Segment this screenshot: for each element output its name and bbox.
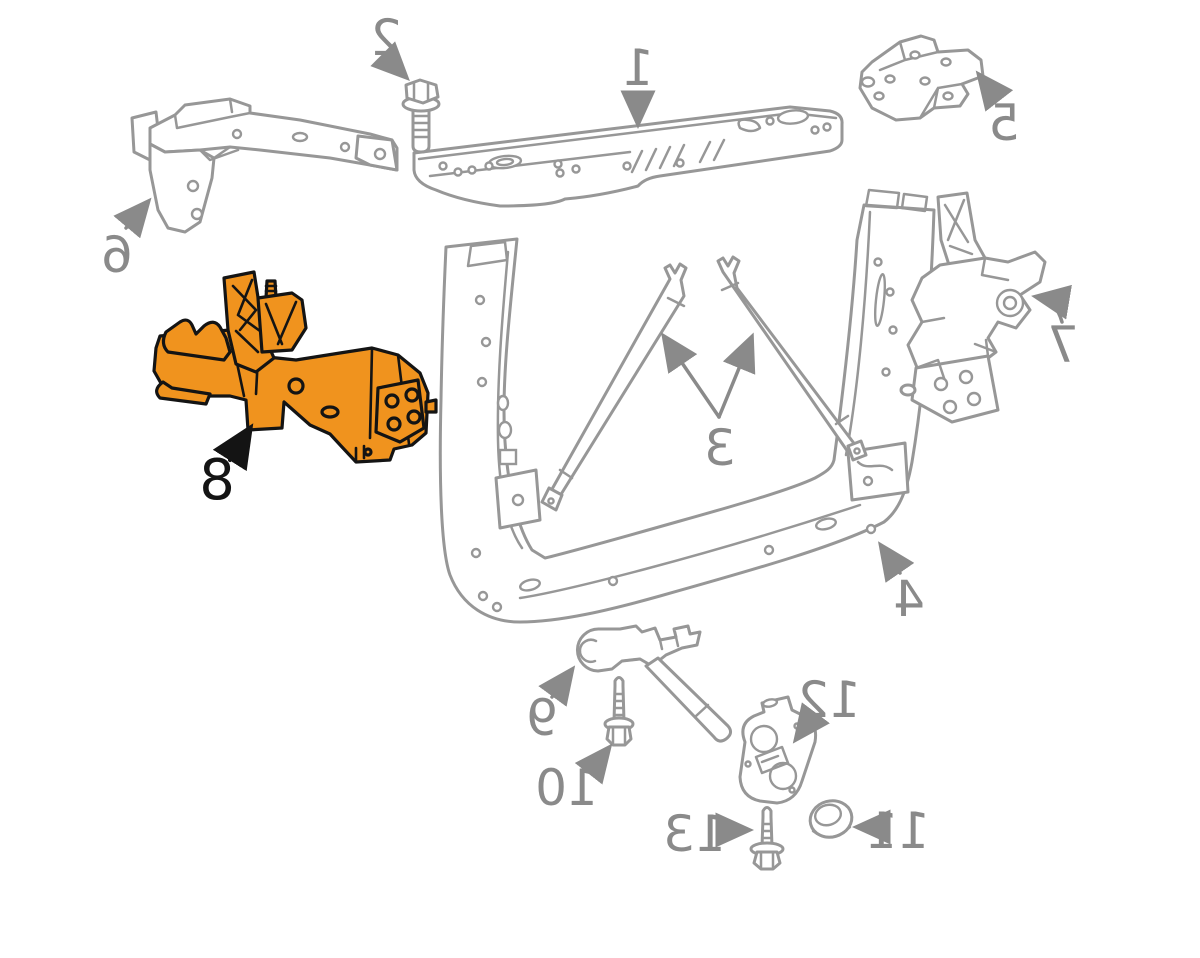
arrow-2 (370, 41, 410, 81)
part-7-side-bracket (899, 191, 1047, 424)
callout-label-4: 4 (893, 570, 925, 628)
part-8-highlighted-bracket (152, 270, 438, 464)
callout-label-12: 12 (797, 671, 861, 729)
part-3-support-rods (540, 255, 868, 512)
arrow-4 (878, 541, 915, 583)
callout-label-11: 11 (866, 802, 930, 860)
part-10-bolt (603, 676, 635, 747)
callout-label-1: 1 (622, 39, 654, 97)
callout-label-2: 2 (370, 9, 402, 67)
part-9-hood-latch-hook (576, 624, 733, 743)
part-1-upper-tie-bar (412, 105, 844, 208)
part-6-side-bracket (130, 97, 399, 234)
callout-label-6: 6 (101, 226, 133, 284)
support-rod-left (540, 262, 688, 512)
part-13-bolt (749, 806, 785, 871)
callout-label-13: 13 (663, 805, 727, 863)
callout-label-7: 7 (1047, 316, 1079, 374)
part-5-bracket (858, 34, 985, 122)
arrow-10 (574, 743, 613, 785)
callout-label-3: 3 (704, 419, 736, 477)
callout-labels: 2 1 5 6 3 7 4 9 10 12 13 11 8 (101, 9, 1079, 863)
callout-label-9: 9 (526, 689, 558, 747)
frame-holes (470, 257, 898, 613)
callout-label-10: 10 (535, 759, 599, 817)
arrow-3-left (661, 332, 721, 419)
callout-arrows (113, 41, 1072, 848)
arrow-6 (113, 197, 152, 239)
arrow-9 (538, 665, 576, 707)
callout-label-8: 8 (199, 448, 235, 513)
callout-label-5: 5 (988, 94, 1020, 152)
arrow-3-right (717, 332, 756, 419)
arrow-5 (975, 70, 1014, 112)
tie-bar-holes (438, 116, 832, 178)
part-4-radiator-support-frame (438, 188, 936, 624)
arrow-12 (792, 702, 830, 744)
part-2-bolt (401, 78, 441, 154)
part-11-grommet-nut (808, 799, 854, 839)
arrow-7 (1031, 284, 1072, 324)
arrow-8 (212, 423, 254, 472)
support-rod-right (716, 255, 868, 462)
